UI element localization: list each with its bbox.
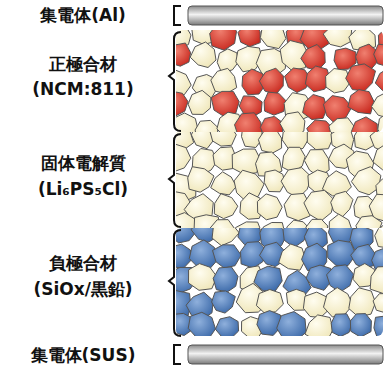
particle [212, 228, 239, 246]
particle [259, 68, 283, 94]
material-label: (Li₆PS₅Cl) [0, 179, 166, 199]
particle [305, 315, 333, 336]
particle [213, 267, 238, 292]
material-label: (NCM:811) [0, 79, 166, 99]
particle [189, 264, 217, 291]
particle [346, 64, 376, 91]
particle [211, 68, 237, 93]
particle [238, 30, 260, 47]
al-collector [188, 6, 383, 25]
particle [374, 316, 383, 336]
particle [188, 90, 211, 114]
particle [304, 190, 334, 221]
particle [264, 92, 286, 115]
particle [279, 244, 306, 270]
particle [256, 290, 283, 314]
particle [213, 245, 242, 268]
particle [261, 223, 285, 229]
particle [356, 216, 382, 228]
particle [370, 266, 383, 293]
anode-particles [176, 228, 383, 336]
material-label: (SiOx/黒鉛) [0, 279, 166, 299]
cathode-particles [176, 30, 383, 132]
particle [190, 42, 216, 68]
particle [352, 117, 378, 132]
particle [260, 30, 286, 49]
particle [307, 132, 333, 150]
particle [329, 118, 354, 132]
particle [303, 95, 327, 120]
particle [327, 265, 354, 292]
particle [176, 244, 191, 268]
particle [375, 68, 383, 92]
particle [328, 240, 356, 265]
electrolyte-particles [176, 132, 383, 228]
particle [350, 314, 371, 336]
particle [277, 312, 307, 336]
particle [374, 44, 383, 66]
brace [169, 230, 181, 336]
particle [280, 112, 305, 132]
particle [210, 220, 235, 228]
particle [331, 191, 353, 217]
brace [169, 134, 181, 227]
particle [257, 194, 282, 220]
particle [331, 314, 352, 336]
bracket [174, 345, 181, 364]
particle [348, 90, 374, 114]
particle [236, 222, 262, 228]
particle [176, 43, 191, 66]
particle [378, 111, 383, 132]
sus-collector [188, 345, 383, 364]
bracket [174, 6, 181, 25]
particle [188, 167, 214, 193]
layer-label: 集電体(SUS) [0, 345, 166, 365]
particle [372, 92, 384, 118]
particle [210, 132, 237, 146]
particle [377, 220, 384, 228]
particle [210, 30, 237, 50]
particle [176, 113, 198, 132]
particle [176, 91, 188, 116]
particle [214, 194, 238, 219]
particle [215, 317, 238, 336]
layer-label: 負極合材 [0, 253, 166, 273]
particle [211, 172, 237, 195]
particle [306, 219, 328, 228]
particle [283, 228, 308, 248]
particle [375, 228, 383, 248]
particle [195, 120, 218, 132]
particle [235, 113, 263, 132]
layer-label: 正極合材 [0, 54, 166, 74]
particle [258, 132, 281, 153]
particle [176, 144, 191, 172]
particle [329, 214, 352, 228]
layer-label: 固体電解質 [0, 153, 166, 173]
particle [188, 312, 215, 336]
particle [323, 30, 352, 47]
particle [260, 116, 282, 132]
particle [176, 213, 196, 228]
particle [257, 311, 281, 336]
particle [349, 288, 376, 317]
brackets [169, 6, 181, 364]
brace [169, 32, 181, 131]
particle [281, 168, 312, 198]
particle [373, 143, 383, 170]
particle [212, 291, 236, 313]
particle [373, 294, 383, 313]
particle [211, 91, 239, 116]
layer-label: 集電体(Al) [0, 5, 166, 25]
particle [301, 45, 325, 71]
particle [324, 288, 353, 317]
